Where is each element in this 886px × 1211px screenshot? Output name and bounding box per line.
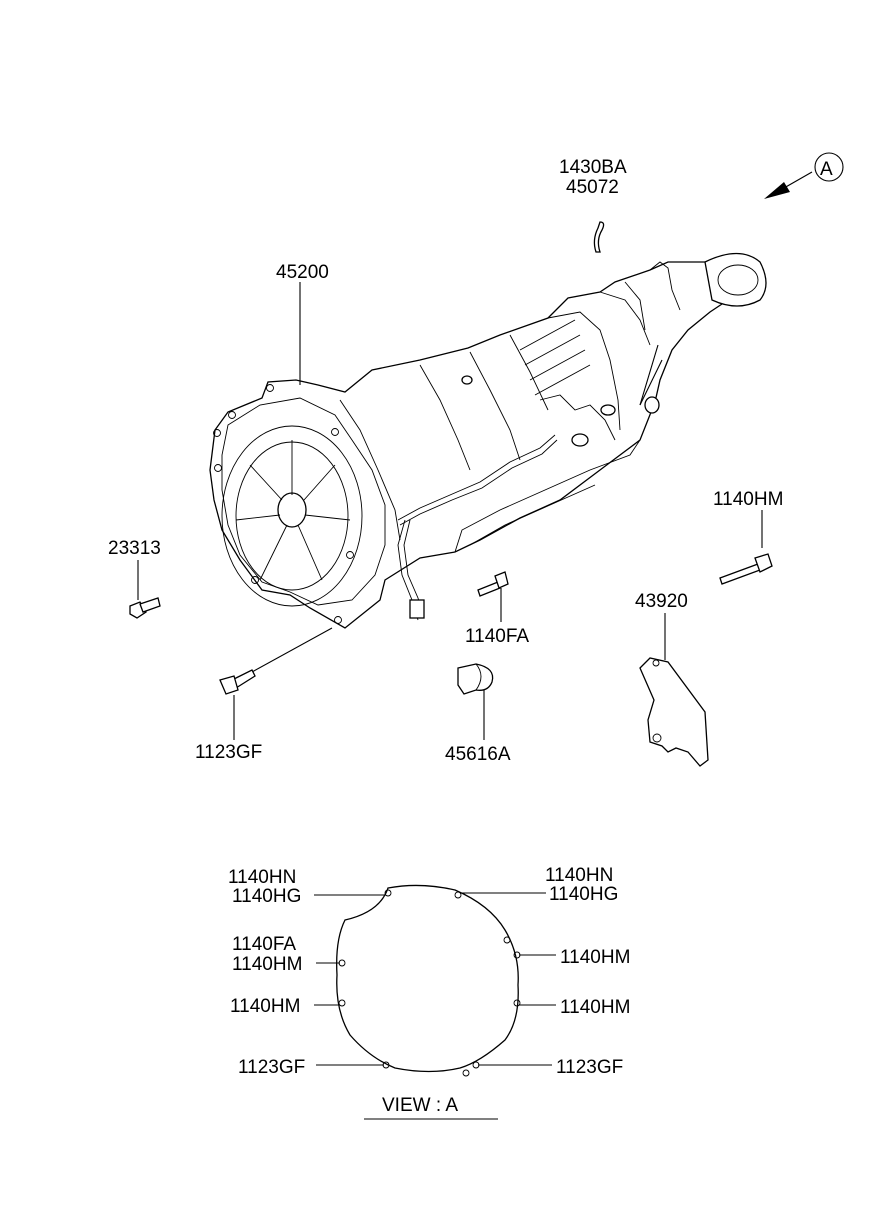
view-a-left-mid-2: 1140HM (232, 954, 302, 975)
transmission-assembly[interactable] (209, 252, 767, 629)
view-a-bolt-pattern (314, 884, 556, 1077)
view-a-left-bottom: 1123GF (238, 1057, 305, 1078)
view-a-left-mid-1: 1140FA (232, 934, 296, 955)
clip-45616A[interactable] (457, 663, 494, 695)
view-a-right-top-1: 1140HN (545, 865, 613, 886)
bolt-1140HM[interactable] (719, 553, 773, 585)
view-a-title: VIEW : A (382, 1095, 458, 1116)
label-45200: 45200 (276, 262, 329, 283)
cotter-pin-45072[interactable] (593, 221, 605, 253)
view-a-right-top-2: 1140HG (549, 884, 618, 905)
view-a-left-low: 1140HM (230, 996, 300, 1017)
label-1140FA-bolt: 1140FA (465, 626, 529, 647)
bolt-1123GF[interactable] (219, 669, 256, 695)
label-45616A: 45616A (445, 744, 511, 765)
view-a-right-mid: 1140HM (560, 947, 630, 968)
view-a-arrow: A (764, 152, 844, 199)
label-1430BA: 1430BA (559, 157, 627, 178)
view-a-right-bottom: 1123GF (556, 1057, 623, 1078)
label-23313: 23313 (108, 538, 161, 559)
label-1123GF-bolt: 1123GF (195, 742, 262, 763)
label-1140HM-bolt: 1140HM (713, 489, 783, 510)
view-a-right-low: 1140HM (560, 997, 630, 1018)
leader-lines (137, 282, 763, 740)
view-a-left-top-1: 1140HN (228, 867, 296, 888)
bolt-1140FA[interactable] (477, 571, 509, 597)
view-a-left-top-2: 1140HG (232, 886, 301, 907)
view-a-marker-letter: A (820, 159, 833, 180)
bolt-23313[interactable] (129, 597, 161, 619)
label-43920: 43920 (635, 591, 688, 612)
bracket-43920[interactable] (639, 657, 709, 767)
label-45072: 45072 (566, 177, 619, 198)
